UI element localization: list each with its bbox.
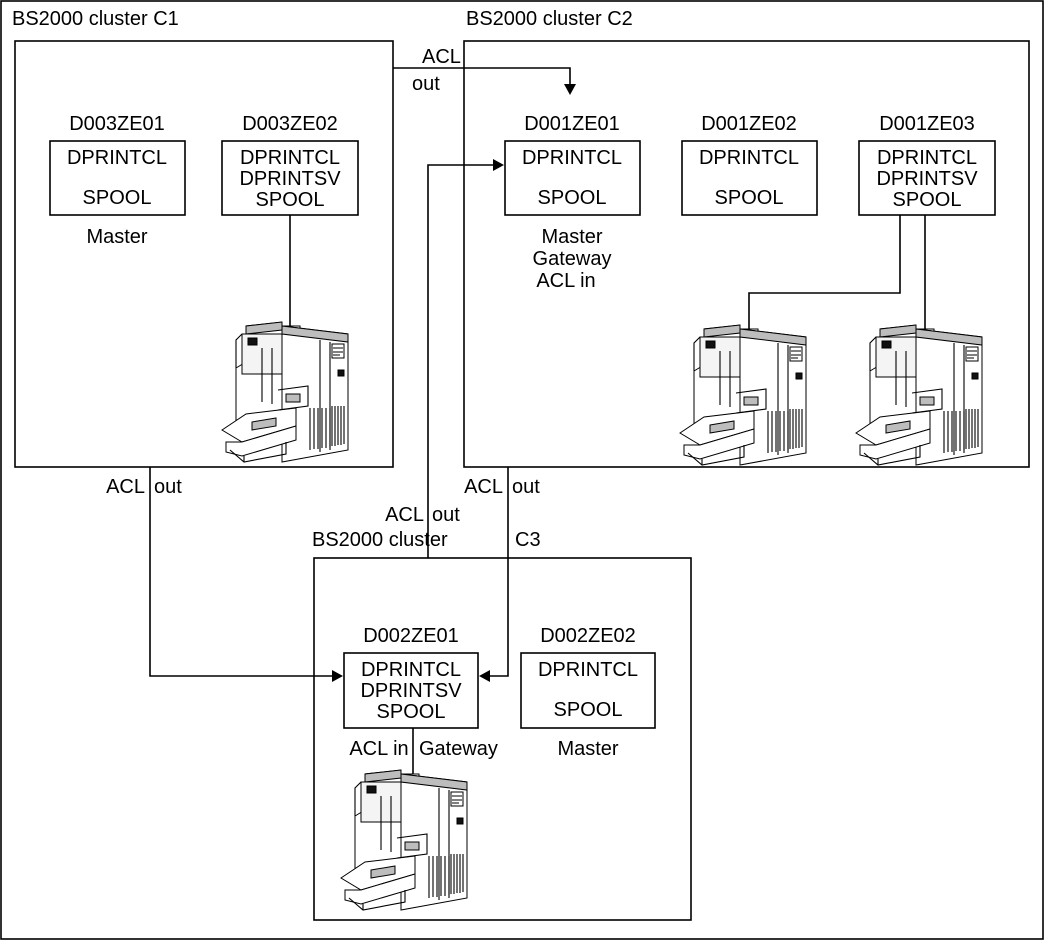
system-d003ze02-line2: DPRINTSV <box>239 168 341 190</box>
cluster-c1-title: BS2000 cluster C1 <box>12 8 179 30</box>
connection-c3-to-c2 <box>428 165 495 558</box>
arrowhead-c1-to-c2 <box>564 84 576 95</box>
system-d001ze03-name: D001ZE03 <box>879 113 975 135</box>
system-d001ze03-line1: DPRINTCL <box>877 147 977 169</box>
system-d002ze01-name: D002ZE01 <box>363 625 459 647</box>
system-d002ze01-line2: DPRINTSV <box>360 680 462 702</box>
system-d003ze01-role: Master <box>86 226 147 248</box>
system-d003ze02-line3: SPOOL <box>256 189 325 211</box>
system-d003ze01-line3: SPOOL <box>83 187 152 209</box>
system-d001ze01-name: D001ZE01 <box>524 113 620 135</box>
connection-c2-to-c3-acl: ACL <box>464 476 503 498</box>
arrowhead-c2-to-c3 <box>479 670 490 682</box>
system-d001ze01-role1: Master <box>541 226 602 248</box>
arrowhead-c3-to-c2 <box>493 159 504 171</box>
connection-c3-to-c2-acl: ACL <box>385 504 424 526</box>
printer-icon <box>341 770 467 910</box>
connection-c2-to-c3 <box>488 467 508 676</box>
connection-c1-to-c3-out: out <box>154 476 182 498</box>
printer-icon <box>856 325 982 465</box>
system-d003ze02-line1: DPRINTCL <box>240 147 340 169</box>
connection-c1-to-c3 <box>150 467 334 676</box>
system-d002ze01-line1: DPRINTCL <box>361 659 461 681</box>
cluster-c3-title-suffix: C3 <box>515 529 541 551</box>
system-d003ze01-name: D003ZE01 <box>69 113 165 135</box>
system-d002ze02-name: D002ZE02 <box>540 625 636 647</box>
connection-c1-to-c2-acl: ACL <box>422 46 461 68</box>
system-d001ze01-role3: ACL in <box>536 270 595 292</box>
system-d002ze02-line3: SPOOL <box>554 699 623 721</box>
connection-c1-to-c2-out: out <box>412 73 440 95</box>
system-d001ze02-line3: SPOOL <box>715 187 784 209</box>
system-d002ze02-role: Master <box>557 738 618 760</box>
system-d003ze01-line1: DPRINTCL <box>67 147 167 169</box>
system-d002ze01-role-left: ACL in <box>349 738 408 760</box>
connection-c2-to-c3-out: out <box>512 476 540 498</box>
system-d001ze03-line2: DPRINTSV <box>876 168 978 190</box>
system-d002ze01-role-right: Gateway <box>419 738 498 760</box>
link-d001ze03-printer-left <box>749 215 900 340</box>
system-d002ze01-line3: SPOOL <box>377 701 446 723</box>
system-d001ze01-line1: DPRINTCL <box>522 147 622 169</box>
printer-icon <box>680 325 806 465</box>
system-d001ze02-line1: DPRINTCL <box>699 147 799 169</box>
connection-c3-to-c2-out: out <box>432 504 460 526</box>
system-d001ze01-role2: Gateway <box>533 248 612 270</box>
system-d001ze02-name: D001ZE02 <box>701 113 797 135</box>
arrowhead-c1-to-c3 <box>332 670 343 682</box>
system-d003ze02-name: D003ZE02 <box>242 113 338 135</box>
system-d001ze01-line3: SPOOL <box>538 187 607 209</box>
printer-icon <box>222 322 348 462</box>
system-d001ze03-line3: SPOOL <box>893 189 962 211</box>
system-d002ze02-line1: DPRINTCL <box>538 659 638 681</box>
connection-c1-to-c3-acl: ACL <box>106 476 145 498</box>
cluster-c2-title: BS2000 cluster C2 <box>466 8 633 30</box>
